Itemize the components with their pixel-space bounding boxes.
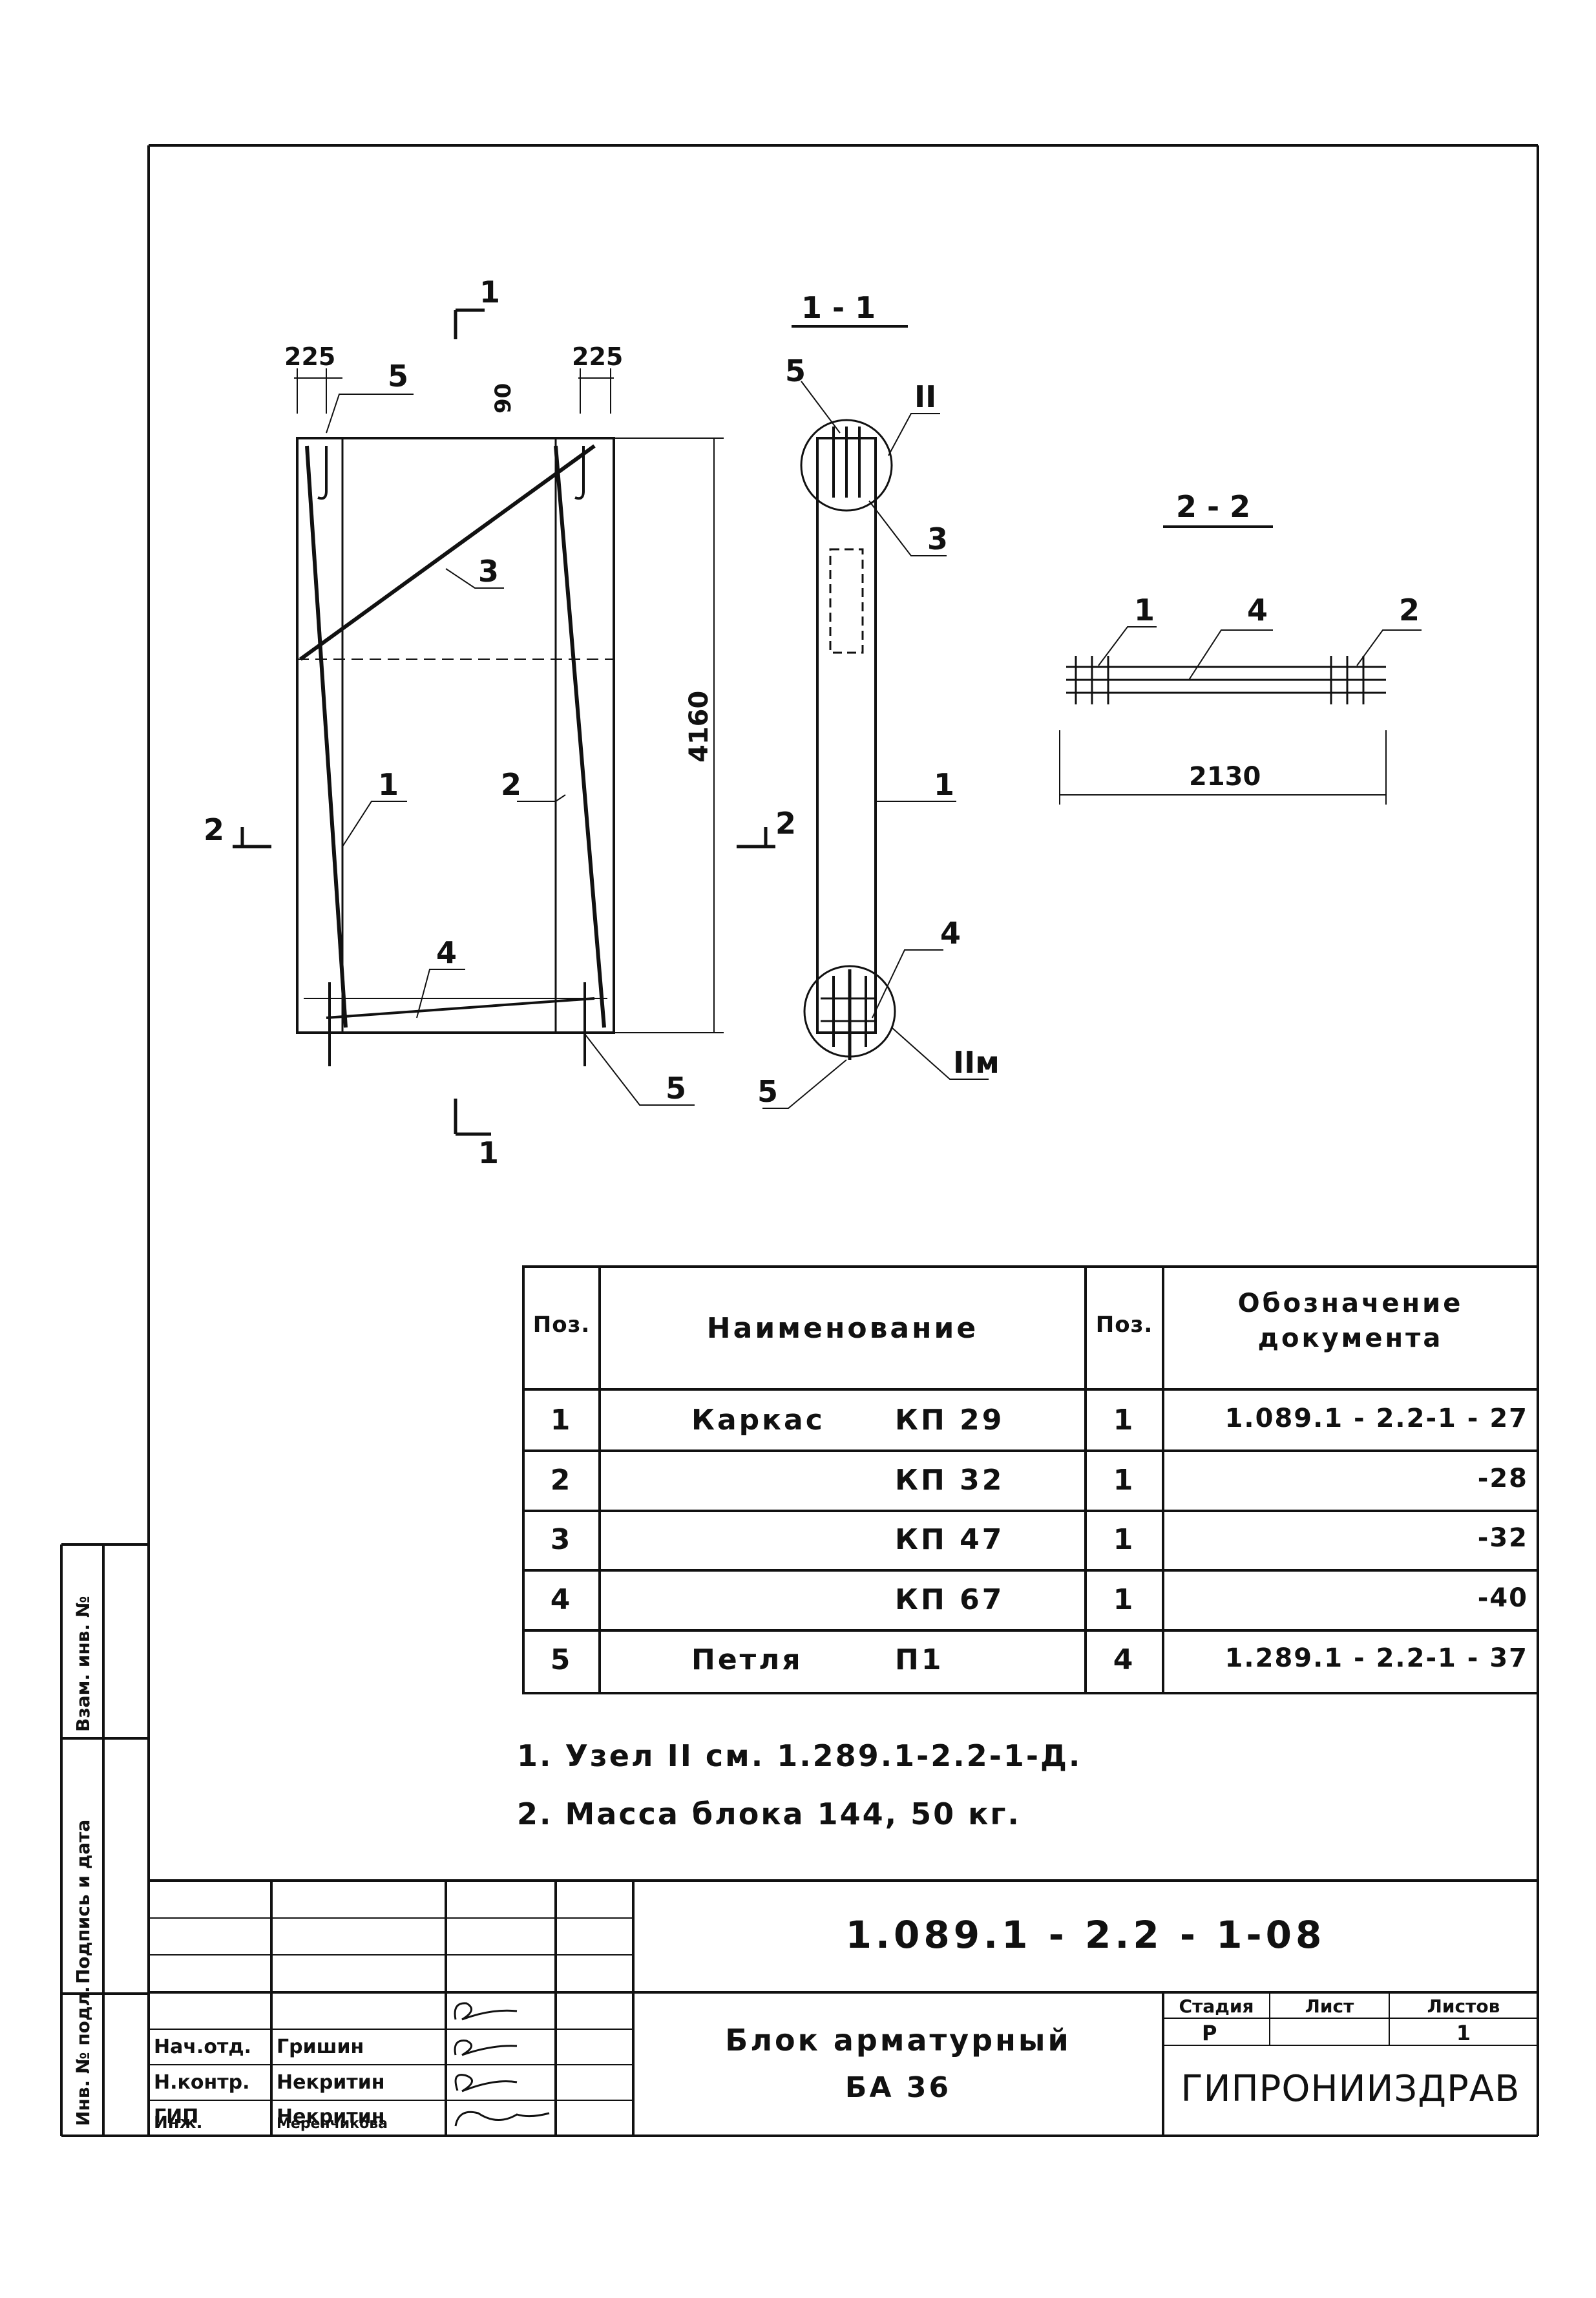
spec-row-1-pos: 1 bbox=[550, 1404, 573, 1437]
spec-row-2-qty: 1 bbox=[1113, 1464, 1136, 1497]
pos-5-top: 5 bbox=[388, 359, 408, 394]
spec-row-4-pos: 4 bbox=[550, 1583, 573, 1616]
pos-1-section-2: 1 bbox=[1134, 593, 1155, 627]
spec-row-2-pos: 2 bbox=[550, 1464, 573, 1497]
sheet-frame bbox=[60, 144, 1539, 2137]
pos-4: 4 bbox=[436, 935, 457, 970]
cut-2-label-left: 2 bbox=[204, 812, 224, 847]
signer-role: ГИП bbox=[154, 2105, 199, 2128]
signer-role: Инж. bbox=[154, 2113, 203, 2133]
spec-row-3-doc: -32 bbox=[1477, 1523, 1528, 1553]
signer-name: Гришин bbox=[277, 2036, 364, 2058]
dim-height: 4160 bbox=[684, 691, 714, 763]
spec-header-doc: Обозначение документа bbox=[1237, 1289, 1464, 1353]
cut-mark-label-top: 1 bbox=[479, 275, 500, 310]
dim-width-2-2: 2130 bbox=[1189, 762, 1261, 792]
spec-row-1-name-b: КП 29 bbox=[895, 1404, 1005, 1437]
title-block-grid bbox=[149, 1879, 1538, 2136]
node-label: II bbox=[914, 379, 936, 414]
dim-left-offset: 225 bbox=[284, 343, 335, 371]
spec-row-5-name-a: Петля bbox=[691, 1643, 803, 1676]
signer-name: Меренчикова bbox=[277, 2116, 388, 2132]
pos-2-section-2: 2 bbox=[1399, 593, 1420, 627]
node-mirror-label: IIм bbox=[953, 1045, 1000, 1080]
spec-row-5-doc: 1.289.1 - 2.2-1 - 37 bbox=[1224, 1643, 1528, 1673]
spec-row-5-qty: 4 bbox=[1113, 1643, 1136, 1676]
signer-role: Н.контр. bbox=[154, 2071, 250, 2094]
spec-row-1-doc: 1.089.1 - 2.2-1 - 27 bbox=[1224, 1404, 1528, 1433]
pos-1-section: 1 bbox=[934, 767, 954, 802]
spec-row-5-pos: 5 bbox=[550, 1643, 573, 1676]
spec-row-5-name-b: П1 bbox=[895, 1643, 944, 1676]
side-label-replace-inventory: Взам. инв. № bbox=[72, 1596, 94, 1732]
stage-header: Стадия bbox=[1179, 1996, 1254, 2017]
spec-row-3-name-b: КП 47 bbox=[895, 1523, 1005, 1556]
pos-1: 1 bbox=[378, 767, 399, 802]
section-1-1-view bbox=[762, 325, 989, 1109]
elevation-view bbox=[233, 308, 775, 1136]
spec-row-4-qty: 1 bbox=[1113, 1583, 1136, 1616]
pos-5-section-bottom: 5 bbox=[757, 1074, 778, 1109]
spec-row-2-name-b: КП 32 bbox=[895, 1464, 1005, 1497]
pos-5-section: 5 bbox=[785, 353, 806, 388]
side-label-inventory: Инв. № подл. bbox=[72, 1986, 94, 2126]
spec-row-2-doc: -28 bbox=[1477, 1464, 1528, 1493]
section-2-2-view bbox=[1059, 525, 1422, 805]
note-2: 2. Масса блока 144, 50 кг. bbox=[517, 1797, 1021, 1831]
side-label-signature-date: Подпись и дата bbox=[72, 1819, 94, 1984]
spec-row-4-name-b: КП 67 bbox=[895, 1583, 1005, 1616]
pos-4-section-2: 4 bbox=[1247, 593, 1268, 627]
spec-row-3-qty: 1 bbox=[1113, 1523, 1136, 1556]
spec-row-4-doc: -40 bbox=[1477, 1583, 1528, 1613]
sheet-header: Лист bbox=[1305, 1996, 1354, 2017]
dim-right-offset: 225 bbox=[572, 343, 623, 371]
stage-value: Р bbox=[1202, 2021, 1217, 2045]
spec-row-1-qty: 1 bbox=[1113, 1404, 1136, 1437]
document-subtitle: БА 36 bbox=[845, 2071, 952, 2104]
note-1: 1. Узел II см. 1.289.1-2.2-1-Д. bbox=[517, 1738, 1082, 1773]
cut-2-label-right: 2 bbox=[775, 806, 796, 841]
spec-table-grid bbox=[522, 1265, 1539, 1694]
sheets-header: Листов bbox=[1427, 1996, 1500, 2017]
section-2-2-title: 2 - 2 bbox=[1176, 489, 1250, 524]
document-title: Блок арматурный bbox=[725, 2023, 1071, 2058]
dim-top-gap: 90 bbox=[490, 383, 516, 414]
document-code: 1.089.1 - 2.2 - 1-08 bbox=[845, 1913, 1326, 1957]
pos-3-section: 3 bbox=[927, 522, 948, 556]
spec-header-name: Наименование bbox=[706, 1312, 979, 1345]
pos-4-section: 4 bbox=[940, 916, 961, 951]
signer-role: Нач.отд. bbox=[154, 2036, 251, 2058]
signer-name: Некритин bbox=[277, 2071, 385, 2094]
pos-3: 3 bbox=[478, 554, 499, 589]
signer-name: Некритин bbox=[277, 2105, 385, 2128]
organization-name: ГИПРОНИИЗДРАВ bbox=[1181, 2068, 1520, 2110]
spec-header-pos: Поз. bbox=[532, 1312, 591, 1338]
handwritten-signatures bbox=[454, 2002, 550, 2127]
spec-row-3-pos: 3 bbox=[550, 1523, 573, 1556]
pos-5-bottom: 5 bbox=[666, 1071, 686, 1106]
spec-row-1-name-a: Каркас bbox=[691, 1404, 825, 1437]
sheets-value: 1 bbox=[1456, 2021, 1471, 2045]
cut-mark-label-bottom: 1 bbox=[478, 1135, 499, 1170]
spec-header-qty: Поз. bbox=[1095, 1312, 1153, 1338]
section-1-1-title: 1 - 1 bbox=[801, 290, 876, 325]
pos-2: 2 bbox=[501, 767, 521, 802]
